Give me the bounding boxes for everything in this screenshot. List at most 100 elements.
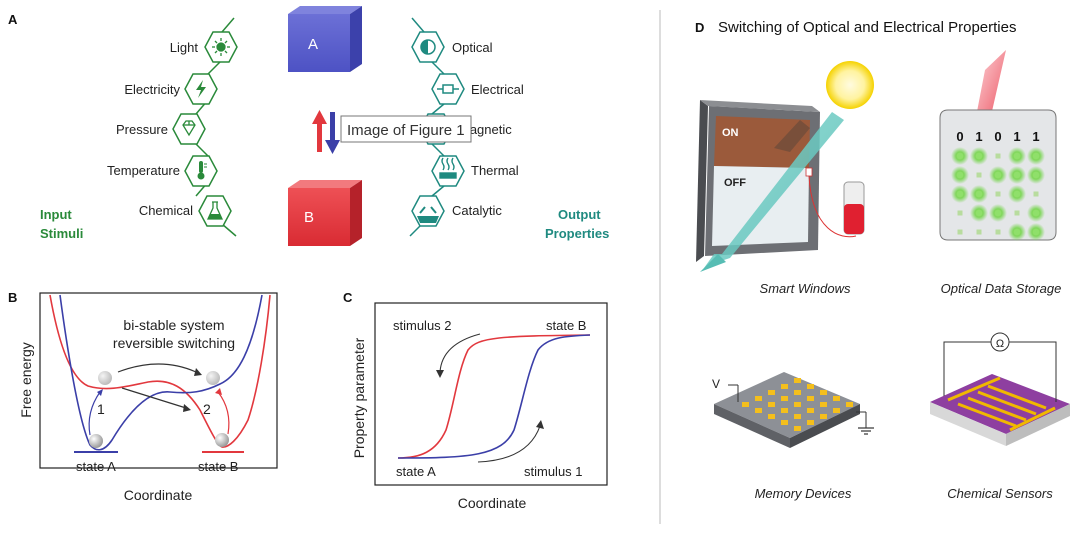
caption-chemical-sensors: Chemical Sensors: [947, 486, 1053, 501]
panel-b-letter: B: [8, 290, 17, 305]
storage-dot: [976, 172, 982, 178]
sun-icon: [212, 38, 230, 56]
memory-cell: [768, 402, 775, 407]
cube-a-label: A: [308, 36, 318, 53]
memory-cell: [742, 402, 749, 407]
memory-cell: [794, 426, 801, 431]
memory-cell: [794, 390, 801, 395]
memory-cell: [768, 390, 775, 395]
storage-dot: [995, 191, 1001, 197]
storage-dot: [1033, 229, 1039, 235]
input-label-temperature: Temperature: [107, 163, 180, 178]
input-hexagons: [172, 31, 238, 227]
down-arrow-icon: [325, 112, 340, 154]
panel-d-title: Switching of Optical and Electrical Prop…: [718, 19, 1016, 36]
memory-cell: [794, 402, 801, 407]
ball-top-left: [98, 371, 112, 385]
storage-dot: [957, 172, 963, 178]
panel-b-state-a: state A: [76, 459, 116, 474]
tooltip-text: Image of Figure 1: [347, 122, 465, 139]
light-beam: [704, 112, 844, 268]
panel-b-num1: 1: [97, 401, 105, 417]
storage-dot: [1014, 172, 1020, 178]
panel-c-state-b: state B: [546, 318, 586, 333]
panel-c-ylabel: Property parameter: [351, 337, 367, 458]
output-label-magnetic: Magnetic: [459, 122, 512, 137]
sun-icon: [826, 61, 874, 109]
memory-cell: [794, 378, 801, 383]
panel-b-text-line1: bi-stable system: [123, 317, 224, 333]
storage-dot: [1014, 191, 1020, 197]
output-label-catalytic: Catalytic: [452, 203, 502, 218]
storage-dot: [995, 210, 1001, 216]
diamond-icon: [182, 120, 196, 137]
panel-a-letter: A: [8, 12, 18, 27]
memory-cell: [781, 420, 788, 425]
bit-label: 1: [1032, 129, 1039, 144]
memory-device: V: [712, 372, 874, 448]
storage-dot: [995, 229, 1001, 235]
ball-state-a: [89, 434, 103, 448]
window-off-label: OFF: [724, 177, 746, 189]
catalyst-icon: [417, 206, 439, 223]
chemical-sensor: Ω: [930, 332, 1070, 446]
storage-dot: [1033, 191, 1039, 197]
energy-curve-red: [49, 294, 271, 448]
storage-dot: [995, 172, 1001, 178]
ohm-label: Ω: [996, 338, 1004, 350]
input-label-chemical: Chemical: [139, 203, 193, 218]
storage-dot: [957, 210, 963, 216]
storage-dot: [1014, 153, 1020, 159]
output-label-thermal: Thermal: [471, 163, 519, 178]
storage-dot: [1033, 210, 1039, 216]
ball-state-b: [215, 433, 229, 447]
caption-optical-data-storage: Optical Data Storage: [941, 281, 1062, 296]
half-circle-icon: [420, 39, 436, 55]
panel-c-arrows: [436, 333, 544, 463]
cube-b: B: [288, 180, 362, 246]
output-label-electrical: Electrical: [471, 82, 524, 97]
storage-dot: [957, 229, 963, 235]
memory-cell: [781, 396, 788, 401]
bit-label: 1: [1013, 129, 1020, 144]
sigmoid-blue: [397, 334, 591, 459]
memory-v-label: V: [712, 377, 720, 391]
ohmmeter-icon: [990, 332, 1010, 352]
transition-arrows: [88, 363, 230, 436]
storage-dot: [1014, 210, 1020, 216]
storage-dot: [957, 191, 963, 197]
bit-label: 0: [994, 129, 1001, 144]
memory-cell: [833, 408, 840, 413]
figure-tooltip: Image of Figure 1: [340, 115, 472, 143]
storage-dot: [976, 191, 982, 197]
panel-c-letter: C: [343, 290, 353, 305]
cube-b-label: B: [304, 209, 314, 226]
output-caption-line2: Properties: [545, 226, 609, 241]
panel-b-num2: 2: [203, 401, 211, 417]
heat-icon: [439, 157, 457, 179]
storage-dot: [1014, 229, 1020, 235]
laser-beam: [975, 50, 1006, 122]
input-label-pressure: Pressure: [116, 122, 168, 137]
input-caption-line2: Stimuli: [40, 226, 83, 241]
panel-b-ylabel: Free energy: [18, 342, 34, 417]
memory-cell: [781, 384, 788, 389]
bit-label: 1: [975, 129, 982, 144]
smart-window: ON OFF: [696, 61, 874, 272]
window-on-label: ON: [722, 127, 739, 139]
memory-cell: [768, 414, 775, 419]
memory-cell: [807, 396, 814, 401]
panel-b-state-b: state B: [198, 459, 238, 474]
energy-curve-blue: [59, 294, 263, 451]
memory-cell: [833, 396, 840, 401]
memory-cell: [781, 408, 788, 413]
memory-cell: [755, 396, 762, 401]
memory-cell: [820, 402, 827, 407]
flask-icon: [206, 201, 224, 220]
input-label-light: Light: [170, 40, 199, 55]
input-label-electricity: Electricity: [124, 82, 180, 97]
storage-dot: [976, 210, 982, 216]
storage-dot: [1033, 153, 1039, 159]
panel-c-stimulus1: stimulus 1: [524, 464, 583, 479]
resistor-icon: [437, 84, 459, 94]
